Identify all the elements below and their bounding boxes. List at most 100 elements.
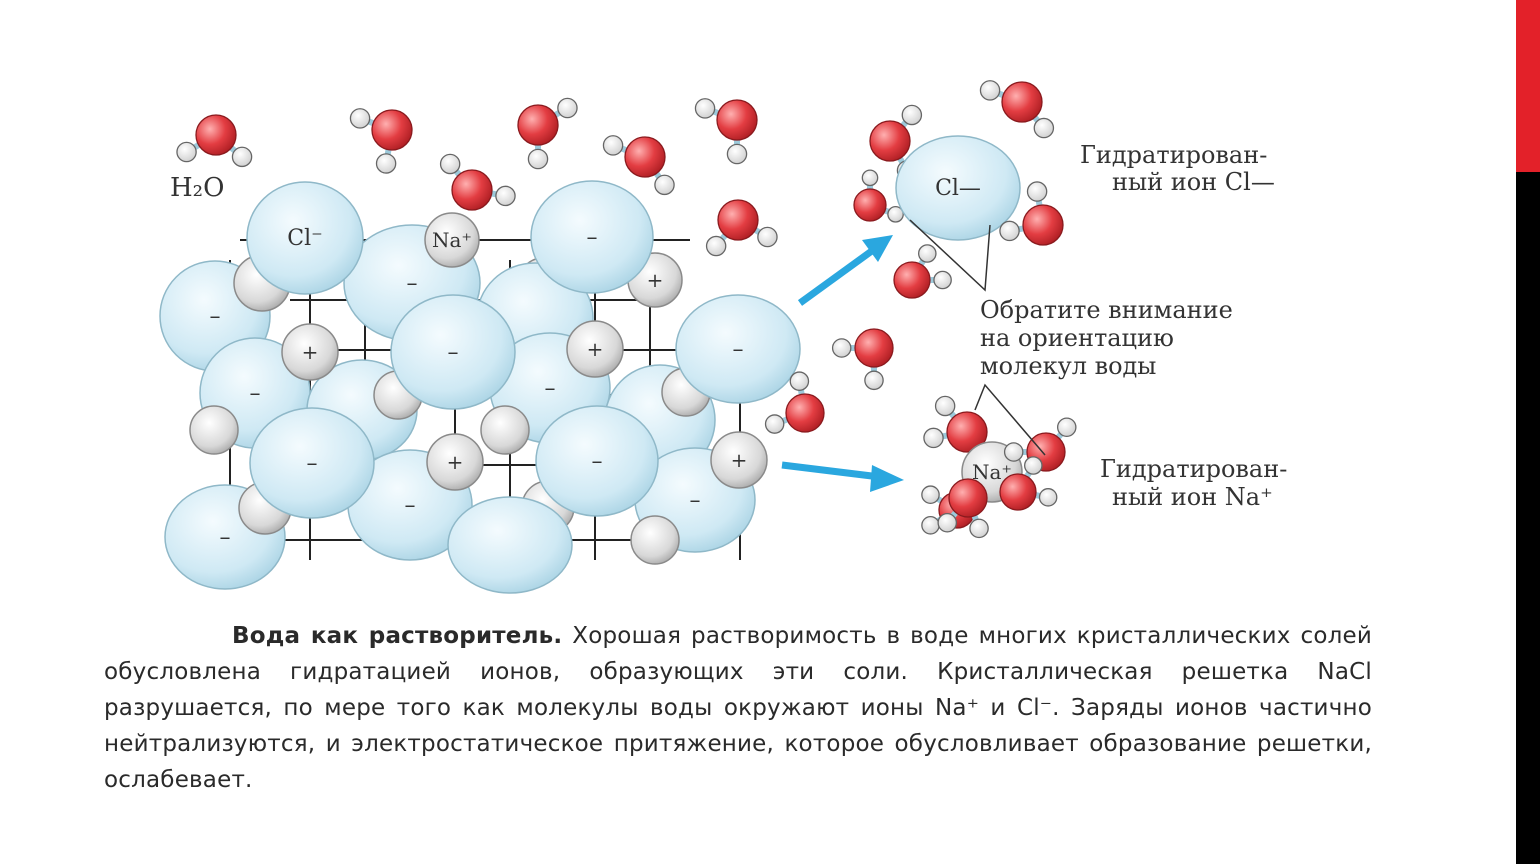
hydrated-cl-label-line2: ный ион Cl— <box>1112 168 1275 196</box>
crystal-lattice: ––+––Cl⁻Na⁺–+–+–––––+–+ <box>159 180 801 594</box>
oxygen-atom <box>999 473 1037 511</box>
hydrated-na-label-line2: ный ион Na⁺ <box>1112 483 1273 511</box>
ion-charge-label: – <box>407 271 418 296</box>
na-ion <box>281 323 339 381</box>
cl-ion <box>535 405 659 517</box>
hydrated-cl-label-line1: Гидратирован- <box>1080 141 1267 169</box>
na-ion <box>630 515 680 565</box>
ion-charge-label: + <box>647 268 664 292</box>
cl-ion <box>447 496 573 594</box>
note-line3: молекул воды <box>980 352 1156 380</box>
arrow-to-cl <box>797 235 893 306</box>
oxygen-atom <box>716 99 758 141</box>
oxygen-atom <box>717 199 759 241</box>
ion-charge-label: – <box>307 451 318 476</box>
hydrogen-atom <box>439 153 461 175</box>
ion-charge-label: – <box>220 525 231 550</box>
water-label: H₂O <box>170 173 224 203</box>
oxygen-atom <box>451 169 493 211</box>
oxygen-atom <box>195 114 237 156</box>
oxygen-atom <box>517 104 559 146</box>
ion-charge-label: – <box>405 493 416 518</box>
ion-charge-label: Cl⁻ <box>287 226 322 251</box>
note-pointer-lines <box>909 219 1046 456</box>
hydrogen-atom <box>231 146 253 168</box>
hydrogen-atom <box>1026 181 1048 202</box>
arrow-to-na <box>781 461 904 492</box>
hydrogen-atom <box>934 395 956 417</box>
ion-charge-label: + <box>302 340 319 364</box>
nacl-dissolution-diagram: ––+––Cl⁻Na⁺–+–+–––––+–+ Cl— Na⁺ H₂O Гидр… <box>159 80 1287 594</box>
hydrogen-atom <box>176 141 197 163</box>
hydrogen-atom <box>1033 117 1055 139</box>
na-ion <box>424 212 480 268</box>
oxygen-atom <box>946 411 988 453</box>
hydrogen-atom <box>654 174 675 196</box>
note-line1: Обратите внимание <box>980 296 1233 324</box>
hydrogen-atom <box>789 371 810 391</box>
oxygen-atom <box>371 109 413 151</box>
oxygen-atom <box>893 261 931 299</box>
hydrogen-atom <box>349 108 371 129</box>
hydrogen-atom <box>375 153 397 174</box>
hydrogen-atom <box>764 414 785 434</box>
ion-charge-label: – <box>448 340 459 365</box>
hydrogen-atom <box>887 205 904 223</box>
hydrated-na-label-line1: Гидратирован- <box>1100 455 1287 483</box>
hydrogen-atom <box>757 226 778 248</box>
hydrogen-atom <box>861 169 879 187</box>
oxygen-atom <box>785 393 825 433</box>
ion-charge-label: + <box>447 450 464 474</box>
ion-charge-label: – <box>545 376 556 401</box>
hydrogen-atom <box>705 235 727 257</box>
note-line2: на ориентацию <box>980 324 1174 352</box>
cl-ion <box>249 407 375 519</box>
na-ion <box>189 405 239 455</box>
ion-charge-label: – <box>733 337 744 362</box>
oxygen-atom <box>869 120 911 162</box>
hydrogen-atom <box>694 98 716 119</box>
hydrogen-atom <box>921 516 940 535</box>
caption-body: Хорошая растворимость в воде многих крис… <box>104 623 1372 793</box>
cl-ion <box>530 180 654 294</box>
ion-charge-label: – <box>592 449 603 474</box>
oxygen-atom <box>853 188 887 222</box>
ion-charge-label: – <box>587 225 598 250</box>
hydrogen-atom <box>901 104 923 126</box>
hydrated-cl-ion: Cl— <box>853 80 1064 299</box>
oxygen-atom <box>1001 81 1043 123</box>
caption-paragraph: Вода как растворитель. Хорошая растворим… <box>104 618 1372 798</box>
hydrogen-atom <box>923 427 944 449</box>
na-ion <box>566 320 624 378</box>
hydrogen-atom <box>557 97 578 119</box>
hydrogen-atom <box>864 370 884 391</box>
oxygen-atom <box>624 136 666 178</box>
ion-charge-label: + <box>587 337 604 361</box>
hydrogen-atom <box>979 80 1001 101</box>
ion-charge-label: + <box>731 448 748 472</box>
ion-charge-label: – <box>210 304 221 329</box>
hydrogen-atom <box>495 185 516 207</box>
accent-bar <box>1516 0 1540 172</box>
oxygen-atom <box>1022 204 1064 246</box>
hydrogen-atom <box>933 270 952 290</box>
hydrogen-atom <box>831 338 852 358</box>
water-molecules <box>176 97 894 434</box>
caption-title: Вода как растворитель. <box>232 623 563 649</box>
hydrogen-atom <box>937 512 958 533</box>
hydrated-na-ion: Na⁺ <box>921 395 1077 539</box>
hydrogen-atom <box>1056 417 1077 438</box>
cl-ion <box>390 294 516 410</box>
hydrogen-atom <box>999 220 1020 242</box>
cl-ion <box>895 135 1021 241</box>
hydrogen-atom <box>1038 488 1058 507</box>
hydrogen-atom <box>602 135 624 156</box>
hydrogen-atom <box>1024 456 1043 475</box>
ion-charge-label: Cl— <box>935 176 981 201</box>
hydrogen-atom <box>918 244 937 263</box>
cl-ion <box>675 294 801 404</box>
na-ion <box>426 433 484 491</box>
oxygen-atom <box>948 478 988 518</box>
na-ion <box>480 405 530 455</box>
